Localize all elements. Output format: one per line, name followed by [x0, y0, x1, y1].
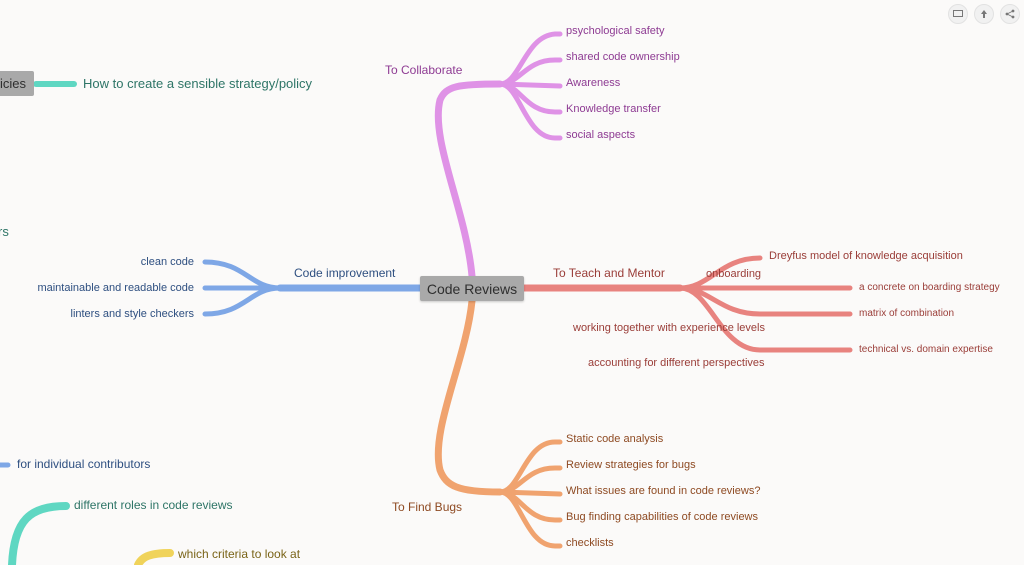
bugs-child-3[interactable]: What issues are found in code reviews?: [566, 485, 761, 497]
collaborate-node[interactable]: To Collaborate: [385, 63, 463, 77]
teach-child-2[interactable]: a concrete on boarding strategy: [859, 282, 1000, 293]
improve-child-2[interactable]: maintainable and readable code: [37, 282, 194, 294]
onboarding-node[interactable]: onboarding: [706, 268, 762, 280]
collab-child-3[interactable]: Awareness: [566, 77, 621, 89]
share-icon[interactable]: [1000, 4, 1020, 24]
screen-icon[interactable]: [948, 4, 968, 24]
central-node[interactable]: Code Reviews: [420, 276, 524, 301]
collab-child-5[interactable]: social aspects: [566, 129, 636, 141]
individual-contributors-node[interactable]: for individual contributors: [17, 457, 151, 471]
teach-left-child-2[interactable]: accounting for different perspectives: [588, 357, 765, 369]
teach-left-child-1[interactable]: working together with experience levels: [573, 322, 765, 334]
teach-child-3[interactable]: matrix of combination: [859, 308, 955, 319]
branch-bugs-trunk: [434, 297, 504, 496]
bugs-node[interactable]: To Find Bugs: [392, 500, 463, 514]
teach-child-4[interactable]: technical vs. domain expertise: [859, 344, 993, 355]
left-stub-node[interactable]: icies: [0, 71, 34, 96]
toolbar: [948, 4, 1020, 24]
teach-node[interactable]: To Teach and Mentor: [553, 266, 665, 280]
criteria-link: [134, 549, 174, 565]
roles-link: [8, 502, 70, 565]
improvement-node[interactable]: Code improvement: [294, 266, 396, 280]
improve-child-1[interactable]: clean code: [140, 256, 194, 268]
improve-child-3[interactable]: linters and style checkers: [70, 308, 195, 320]
roles-node[interactable]: different roles in code reviews: [74, 498, 233, 512]
left-stub-label: icies: [0, 76, 26, 91]
bugs-link-2: [497, 465, 563, 495]
collab-child-4[interactable]: Knowledge transfer: [566, 103, 661, 115]
improve-link-1: [202, 259, 283, 291]
upload-icon[interactable]: [974, 4, 994, 24]
improve-link-3: [202, 285, 283, 317]
bugs-child-4[interactable]: Bug finding capabilities of code reviews: [566, 511, 759, 523]
collab-link-2: [497, 57, 563, 87]
partial-node[interactable]: rs: [0, 224, 9, 239]
teach-link-4: [677, 285, 853, 353]
criteria-node[interactable]: which criteria to look at: [178, 547, 301, 561]
central-node-label: Code Reviews: [426, 280, 518, 297]
bugs-child-2[interactable]: Review strategies for bugs: [566, 459, 696, 471]
strategy-policy-node[interactable]: How to create a sensible strategy/policy: [83, 76, 313, 91]
collab-child-2[interactable]: shared code ownership: [566, 51, 680, 63]
branch-collaborate-trunk: [434, 80, 504, 280]
collab-child-1[interactable]: psychological safety: [566, 25, 665, 37]
bugs-child-1[interactable]: Static code analysis: [566, 433, 664, 445]
collab-link-5: [497, 81, 563, 141]
teach-child-1[interactable]: Dreyfus model of knowledge acquisition: [769, 250, 963, 262]
bugs-link-5: [497, 489, 563, 549]
bugs-child-5[interactable]: checklists: [566, 537, 614, 549]
